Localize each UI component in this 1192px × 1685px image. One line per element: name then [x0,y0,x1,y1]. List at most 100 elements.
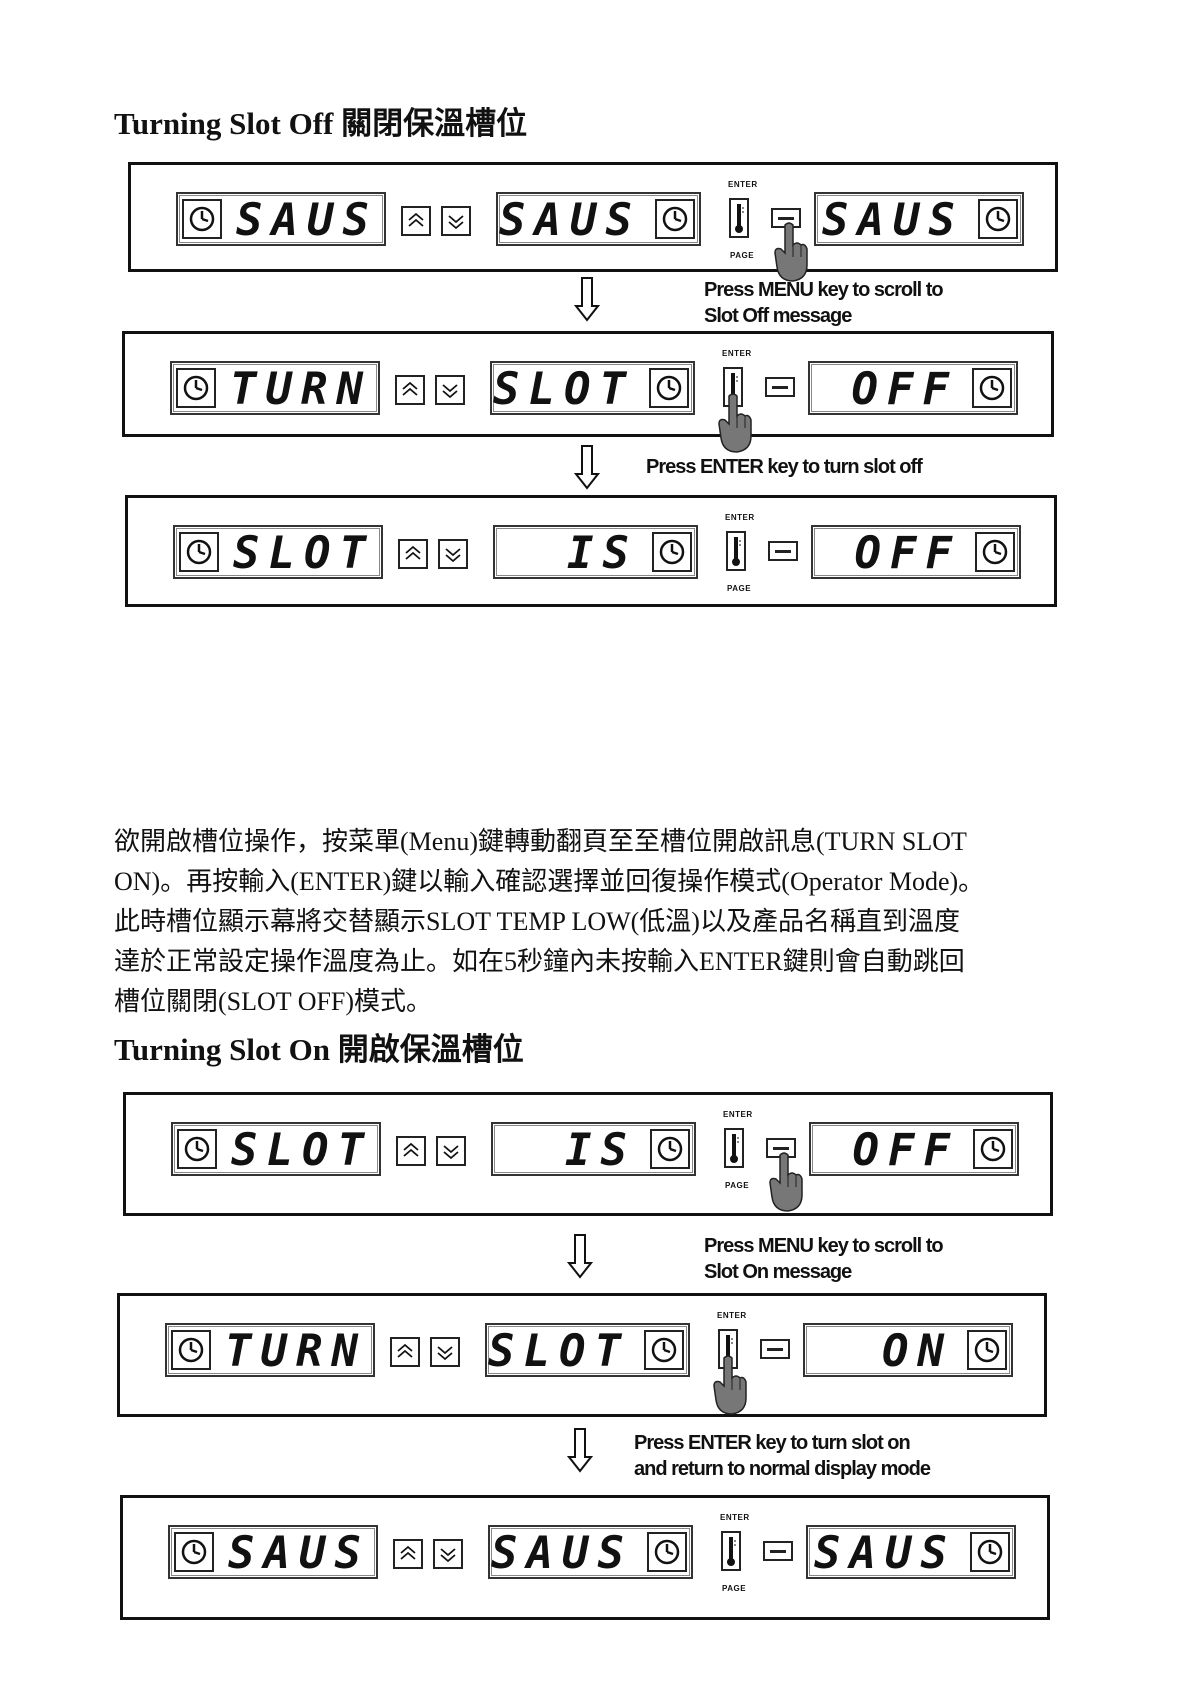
clock-icon[interactable] [970,1532,1010,1572]
display-window-right: SAUS [806,1525,1016,1579]
down-flow-arrow-icon [567,1428,593,1473]
enter-label: ENTER [720,1513,750,1522]
paragraph-line: 達於正常設定操作溫度為止。如在5秒鐘內未按輸入ENTER鍵則會自動跳回 [114,947,965,976]
control-panel: TURN SLOT ENTER OFF [122,331,1054,453]
display-window-middle: SLOT [485,1323,690,1377]
display-window-middle: SAUS [488,1525,693,1579]
thermometer-icon[interactable] [721,1531,741,1571]
note-line: Press ENTER key to turn slot off [646,456,923,478]
display-text: SAUS [822,195,964,246]
down-arrow-icon[interactable] [433,1539,463,1569]
clock-icon[interactable] [655,199,695,239]
display-window-middle: SLOT [490,361,695,415]
display-text: SAUS [814,1528,956,1579]
display-text: SAUS [499,195,641,246]
note-line: and return to normal display mode [634,1458,931,1480]
down-flow-arrow-icon [567,1234,593,1279]
note-press-menu-slot-off: Press MENU key to scroll to Slot Off mes… [704,277,944,329]
note-press-enter-slot-on: Press ENTER key to turn slot on and retu… [634,1430,931,1482]
down-arrow-icon[interactable] [436,1136,466,1166]
menu-key-icon[interactable] [768,541,798,561]
clock-icon[interactable] [978,199,1018,239]
display-text: SAUS [236,195,378,246]
enter-label: ENTER [728,180,758,189]
clock-icon[interactable] [975,532,1015,572]
clock-icon[interactable] [174,1532,214,1572]
down-arrow-icon[interactable] [430,1337,460,1367]
display-text: SAUS [491,1528,633,1579]
up-arrow-icon[interactable] [396,1136,426,1166]
clock-icon[interactable] [171,1330,211,1370]
display-window-middle: IS [491,1122,696,1176]
heading-turning-slot-on: Turning Slot On 開啟保溫槽位 [114,1032,524,1067]
down-arrow-icon[interactable] [438,539,468,569]
up-arrow-icon[interactable] [398,539,428,569]
display-text: ON [882,1326,953,1377]
enter-label: ENTER [722,349,752,358]
display-text: SAUS [228,1528,370,1579]
display-window-right: OFF [809,1122,1019,1176]
display-window-left: SLOT [173,525,383,579]
display-text: SLOT [231,1125,373,1176]
clock-icon[interactable] [967,1330,1007,1370]
clock-icon[interactable] [650,1129,690,1169]
control-panel: SAUS SAUS ENTER PAGE SAUS [120,1495,1050,1620]
down-flow-arrow-icon [574,277,600,322]
enter-label: ENTER [717,1311,747,1320]
clock-icon[interactable] [182,199,222,239]
menu-key-icon[interactable] [765,377,795,397]
control-panel: SAUS SAUS ENTER PAGE SAUS [128,162,1058,282]
display-text: OFF [851,364,958,415]
clock-icon[interactable] [647,1532,687,1572]
up-arrow-icon[interactable] [401,206,431,236]
display-text: SLOT [493,364,635,415]
note-line: Press MENU key to scroll to [704,279,944,301]
clock-icon[interactable] [652,532,692,572]
page-label: PAGE [722,1584,747,1593]
control-panel: SLOT IS ENTER PAGE OFF [123,1092,1053,1216]
clock-icon[interactable] [179,532,219,572]
heading-turning-slot-off: Turning Slot Off 關閉保溫槽位 [114,106,528,141]
paragraph-line: 欲開啟槽位操作，按菜單(Menu)鍵轉動翻頁至至槽位開啟訊息(TURN SLOT [114,827,967,856]
display-window-left: SAUS [176,192,386,246]
note-line: Press MENU key to scroll to [704,1235,944,1257]
thermometer-icon[interactable] [724,1128,744,1168]
down-arrow-icon[interactable] [435,375,465,405]
thermometer-icon[interactable] [726,531,746,571]
down-flow-arrow-icon [574,445,600,490]
control-panel: TURN SLOT ENTER ON [117,1293,1047,1417]
display-window-left: SAUS [168,1525,378,1579]
paragraph-line: 此時槽位顯示幕將交替顯示SLOT TEMP LOW(低溫)以及產品名稱直到溫度 [114,907,960,936]
display-window-left: TURN [170,361,380,415]
down-arrow-icon[interactable] [441,206,471,236]
display-text: OFF [852,1125,959,1176]
menu-key-icon[interactable] [760,1339,790,1359]
up-arrow-icon[interactable] [393,1539,423,1569]
up-arrow-icon[interactable] [395,375,425,405]
page-label: PAGE [725,1181,750,1190]
note-line: Slot On message [704,1261,852,1283]
enter-label: ENTER [723,1110,753,1119]
menu-key-icon[interactable] [763,1541,793,1561]
pointing-hand-icon [710,1354,750,1421]
display-window-left: TURN [165,1323,375,1377]
clock-icon[interactable] [177,1129,217,1169]
paragraph-line: ON)。再按輸入(ENTER)鍵以輸入確認選擇並回復操作模式(Operator … [114,867,985,896]
display-text: OFF [854,528,961,579]
clock-icon[interactable] [176,368,216,408]
pointing-hand-icon [766,1151,806,1218]
note-press-menu-slot-on: Press MENU key to scroll to Slot On mess… [704,1233,944,1285]
display-window-middle: SAUS [496,192,701,246]
clock-icon[interactable] [644,1330,684,1370]
note-line: Slot Off message [704,305,852,327]
clock-icon[interactable] [649,368,689,408]
thermometer-icon[interactable] [729,198,749,238]
display-text: TURN [225,1326,367,1377]
clock-icon[interactable] [973,1129,1013,1169]
up-arrow-icon[interactable] [390,1337,420,1367]
display-text: IS [567,528,638,579]
display-text: TURN [230,364,372,415]
page-label: PAGE [730,251,755,260]
clock-icon[interactable] [972,368,1012,408]
